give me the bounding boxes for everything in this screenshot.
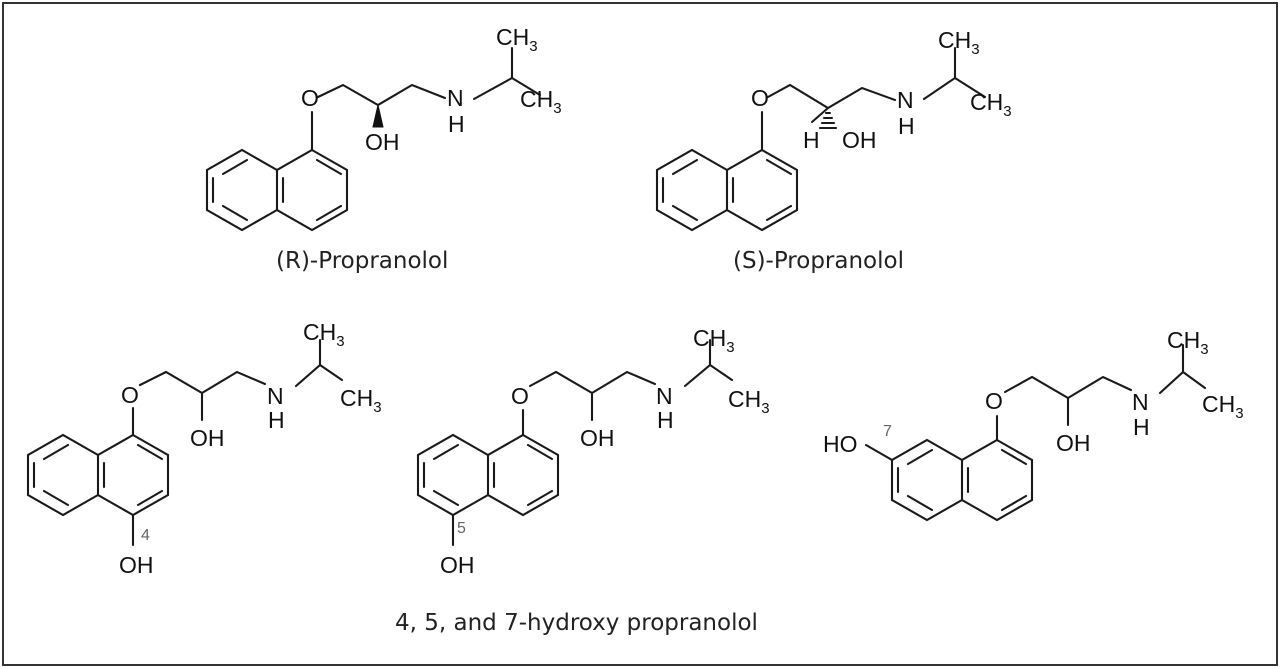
- naphthalene-ring-7oh: [890, 438, 1034, 522]
- locant-7: 7: [883, 423, 892, 440]
- naphthalene-ring-s: [655, 148, 799, 232]
- hydroxyl-7oh-chain: OH: [1056, 430, 1091, 456]
- amine-h-7oh: H: [1133, 414, 1150, 440]
- naphthalene-ring-r: [205, 148, 349, 232]
- amine-n-s: N: [897, 87, 914, 113]
- stereo-h-bond-s: [810, 106, 830, 124]
- methyl-top-r: CH3: [496, 24, 538, 55]
- ether-oxygen-5oh: O: [511, 383, 529, 409]
- methyl-bottom-5oh: CH3: [728, 386, 770, 417]
- caption-hydroxy-propranolol: 4, 5, and 7-hydroxy propranolol: [395, 610, 758, 636]
- caption-s-propranolol: (S)-Propranolol: [733, 248, 904, 274]
- naphthalene-ring-5oh: [416, 433, 560, 517]
- 4-hydroxy-propranolol-structure: O OH N H CH3 CH3 OH 4: [26, 319, 382, 578]
- caption-r-propranolol: (R)-Propranolol: [276, 248, 448, 274]
- side-chain-7oh: [864, 343, 1207, 462]
- locant-4: 4: [141, 527, 150, 544]
- amine-h-4oh: H: [268, 407, 285, 433]
- ether-oxygen-7oh: O: [985, 388, 1003, 414]
- amine-n-4oh: N: [267, 383, 284, 409]
- amine-n-r: N: [447, 85, 464, 111]
- amine-n-5oh: N: [656, 383, 673, 409]
- stereo-hash-s: [818, 111, 838, 130]
- methyl-bottom-7oh: CH3: [1202, 391, 1244, 422]
- stereo-wedge-r: [372, 104, 384, 128]
- ether-oxygen-s: O: [751, 85, 769, 111]
- amine-n-7oh: N: [1132, 389, 1149, 415]
- side-chain-r: [310, 46, 542, 152]
- hydroxyl-4oh-chain: OH: [190, 425, 225, 451]
- ether-oxygen-r: O: [301, 85, 319, 111]
- r-propranolol-structure: O OH N H CH3 CH3 (R)-Propranolol: [205, 24, 562, 274]
- side-chain-5oh: [451, 338, 734, 547]
- hydroxyl-5-ring: OH: [440, 552, 475, 578]
- s-propranolol-structure: O H OH N H CH3 CH3 (S)-Propranolol: [655, 27, 1012, 274]
- hydroxyl-s: OH: [842, 127, 877, 153]
- amine-h-5oh: H: [657, 407, 674, 433]
- methyl-top-s: CH3: [938, 27, 980, 58]
- amine-h-r: H: [448, 111, 465, 137]
- ether-oxygen-4oh: O: [121, 382, 139, 408]
- 7-hydroxy-propranolol-structure: O OH N H CH3 CH3 HO 7: [823, 327, 1244, 522]
- hydroxyl-5oh-chain: OH: [580, 425, 615, 451]
- methyl-top-5oh: CH3: [693, 325, 735, 356]
- side-chain-4oh: [131, 338, 344, 547]
- hydroxyl-7-ring: HO: [823, 431, 858, 457]
- stereo-h-s: H: [803, 127, 820, 153]
- methyl-bottom-4oh: CH3: [340, 385, 382, 416]
- 5-hydroxy-propranolol-structure: O OH N H CH3 CH3 OH 5: [416, 325, 770, 578]
- naphthalene-ring-4oh: [26, 433, 170, 517]
- methyl-bottom-r: CH3: [520, 86, 562, 117]
- methyl-bottom-s: CH3: [970, 89, 1012, 120]
- methyl-top-7oh: CH3: [1167, 327, 1209, 358]
- hydroxyl-4-ring: OH: [119, 552, 154, 578]
- methyl-top-4oh: CH3: [303, 319, 345, 350]
- hydroxyl-r: OH: [365, 129, 400, 155]
- amine-h-s: H: [898, 113, 915, 139]
- locant-5: 5: [457, 520, 466, 537]
